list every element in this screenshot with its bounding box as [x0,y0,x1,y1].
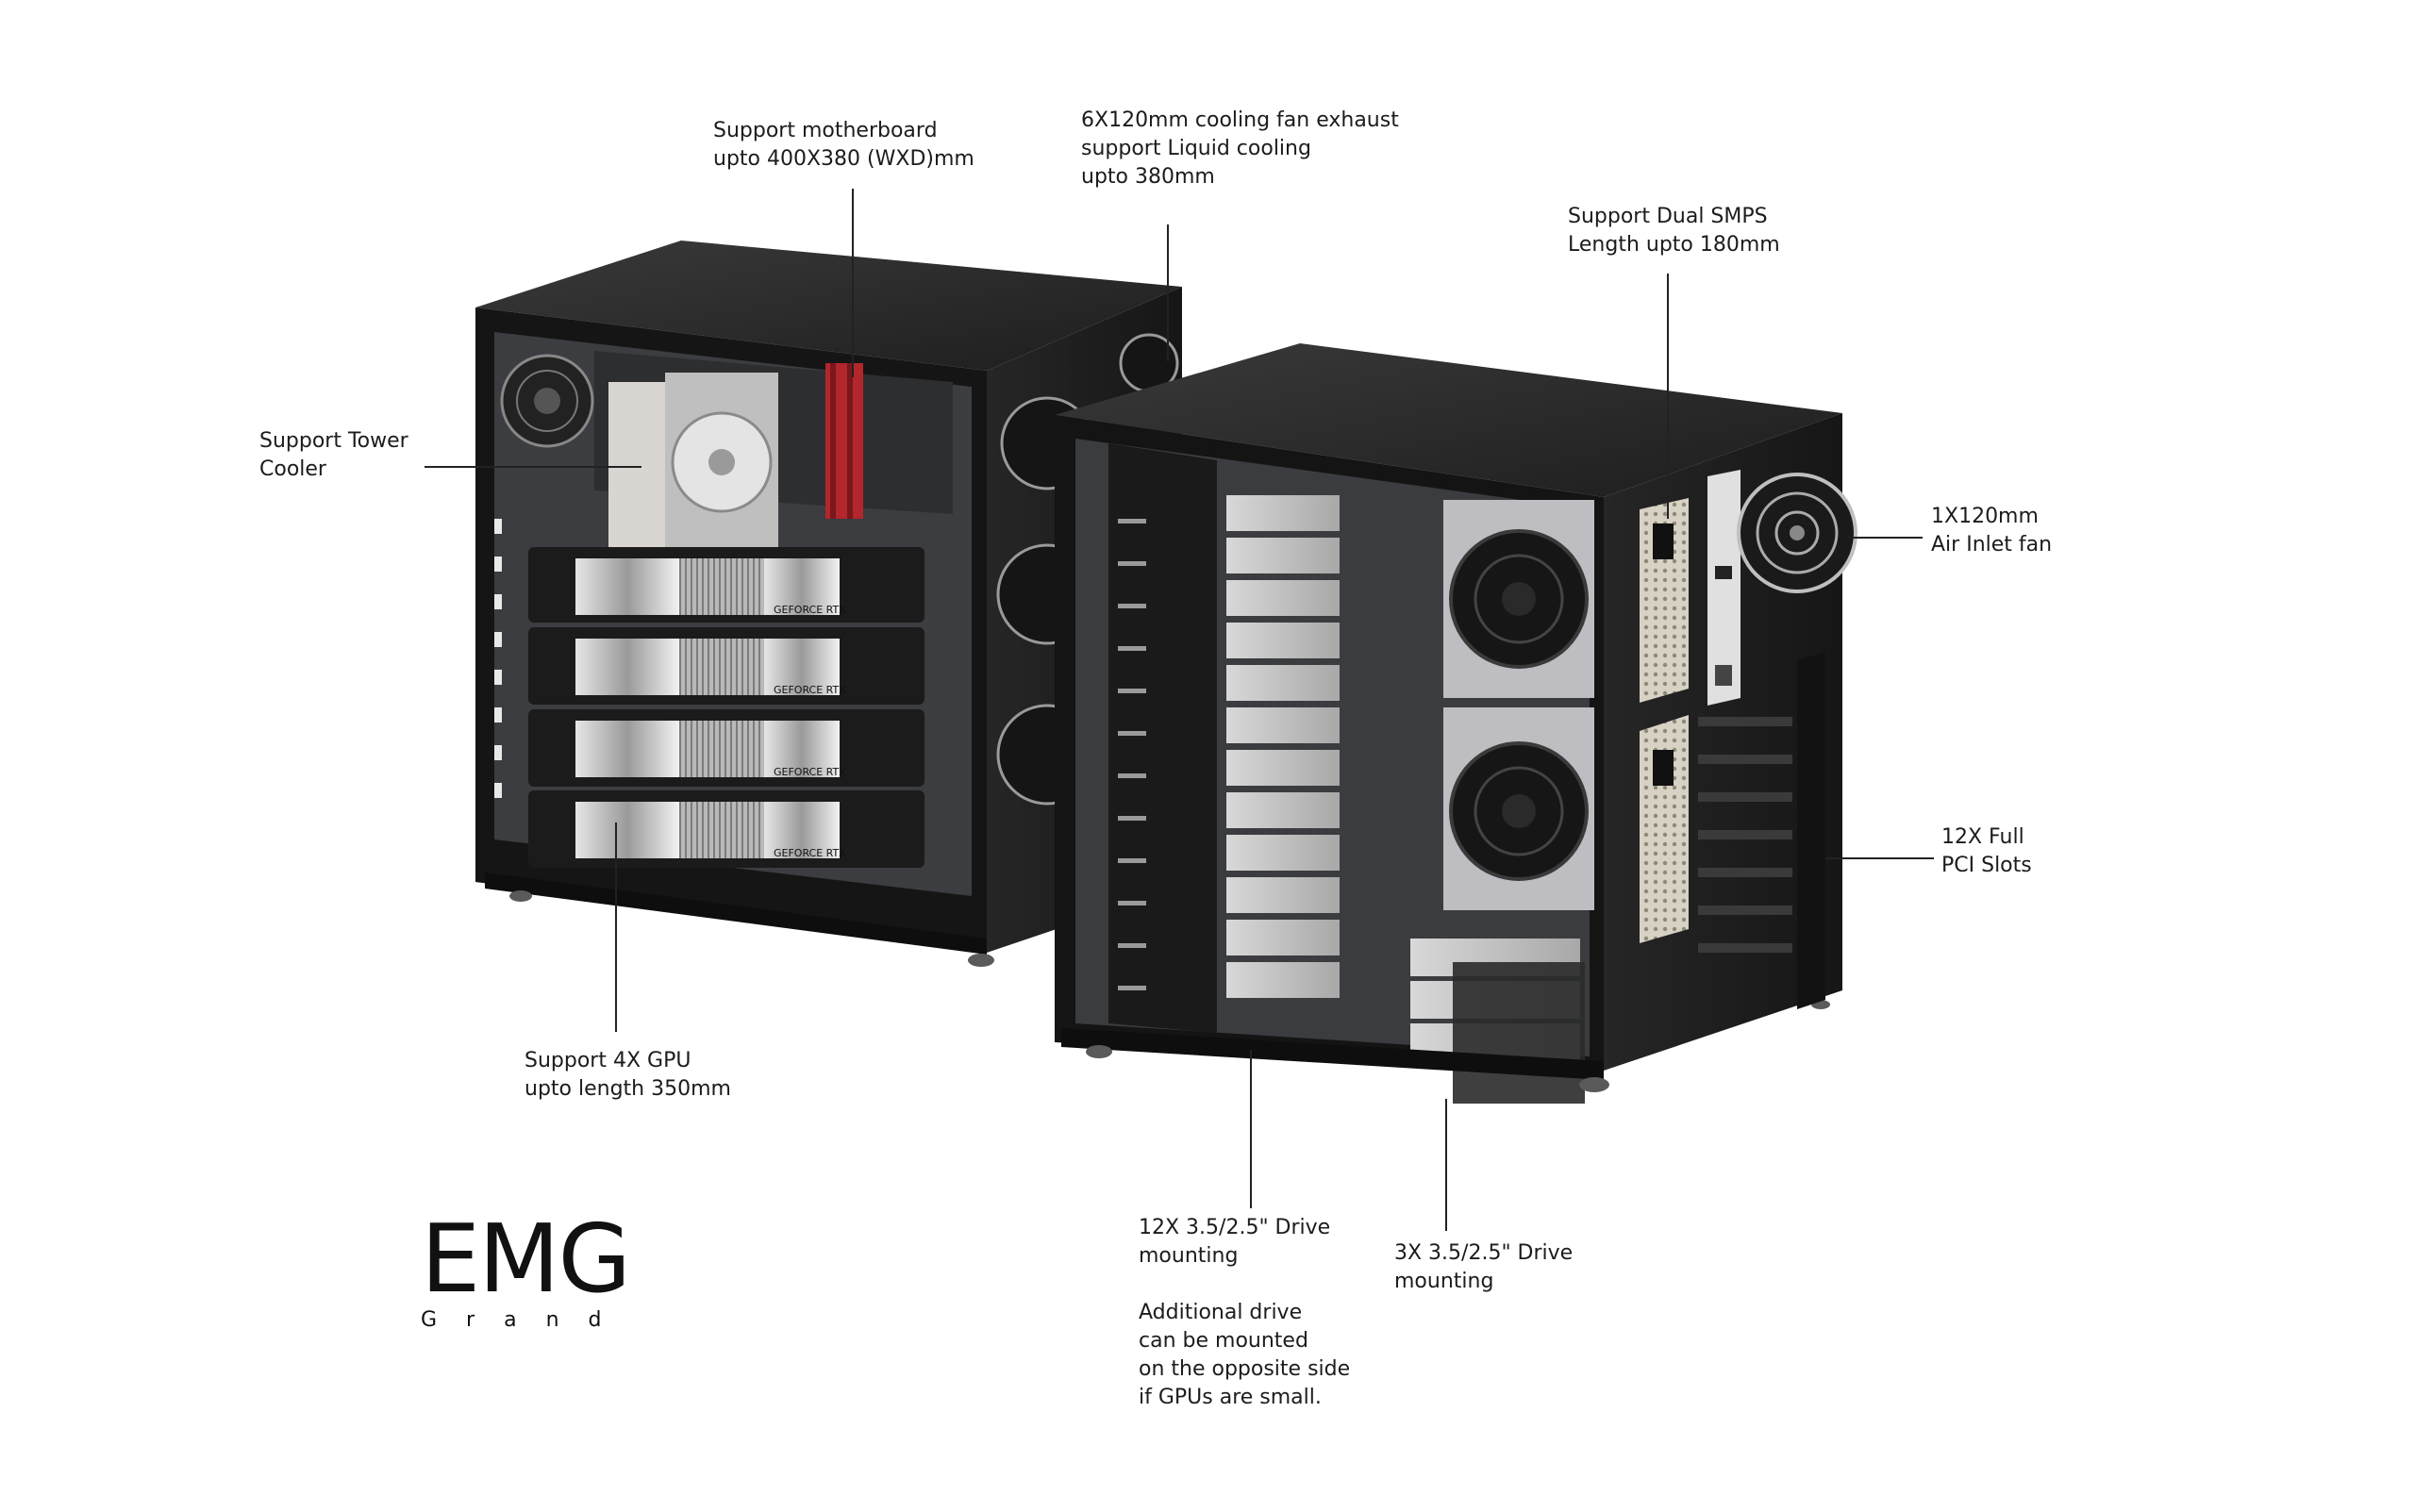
gpu-brand-label: GEFORCE RTX [774,684,846,696]
leader-pci-slots [1825,857,1934,859]
callout-drives-12: 12X 3.5/2.5" Drive mounting [1139,1216,1331,1268]
right-case [1055,343,1857,1104]
leader-drives-12 [1250,1050,1252,1208]
leader-gpu [615,822,617,1032]
gpu-brand-label: GEFORCE RTX [774,766,846,778]
brand-subtitle: Grand [421,1308,631,1332]
gpu-brand-label: GEFORCE RTX [774,604,846,616]
leader-tower-cooler [425,466,641,468]
leader-exhaust-fans [1167,224,1169,361]
callout-tower-cooler: Support Tower Cooler [259,429,408,481]
callout-motherboard: Support motherboard upto 400X380 (WXD)mm [713,119,974,171]
callout-pci-slots: 12X Full PCI Slots [1941,825,2032,877]
callout-drives-3: 3X 3.5/2.5" Drive mounting [1394,1241,1574,1293]
psu-fans [1443,500,1594,910]
gpu-stack: GEFORCE RTX GEFORCE RTX GEFORCE RTX [528,547,924,868]
callout-gpu: Support 4X GPU upto length 350mm [525,1049,731,1101]
brand-logo: EMG Grand [421,1204,631,1333]
leader-drives-3 [1445,1099,1447,1231]
callout-exhaust-fans: 6X120mm cooling fan exhaust support Liqu… [1081,108,1399,189]
left-case: GEFORCE RTX GEFORCE RTX GEFORCE RTX [475,241,1182,967]
callout-inlet-fan: 1X120mm Air Inlet fan [1931,505,2053,557]
brand-name: EMG [421,1204,631,1314]
gpu-brand-label: GEFORCE RTX [774,847,846,859]
callout-drives-note: Additional drive can be mounted on the o… [1139,1301,1351,1409]
leader-smps [1667,274,1669,519]
drive-stack-12 [1226,495,1340,998]
leader-inlet-fan [1847,537,1923,539]
callout-smps: Support Dual SMPS Length upto 180mm [1568,205,1780,257]
leader-motherboard [852,189,854,377]
